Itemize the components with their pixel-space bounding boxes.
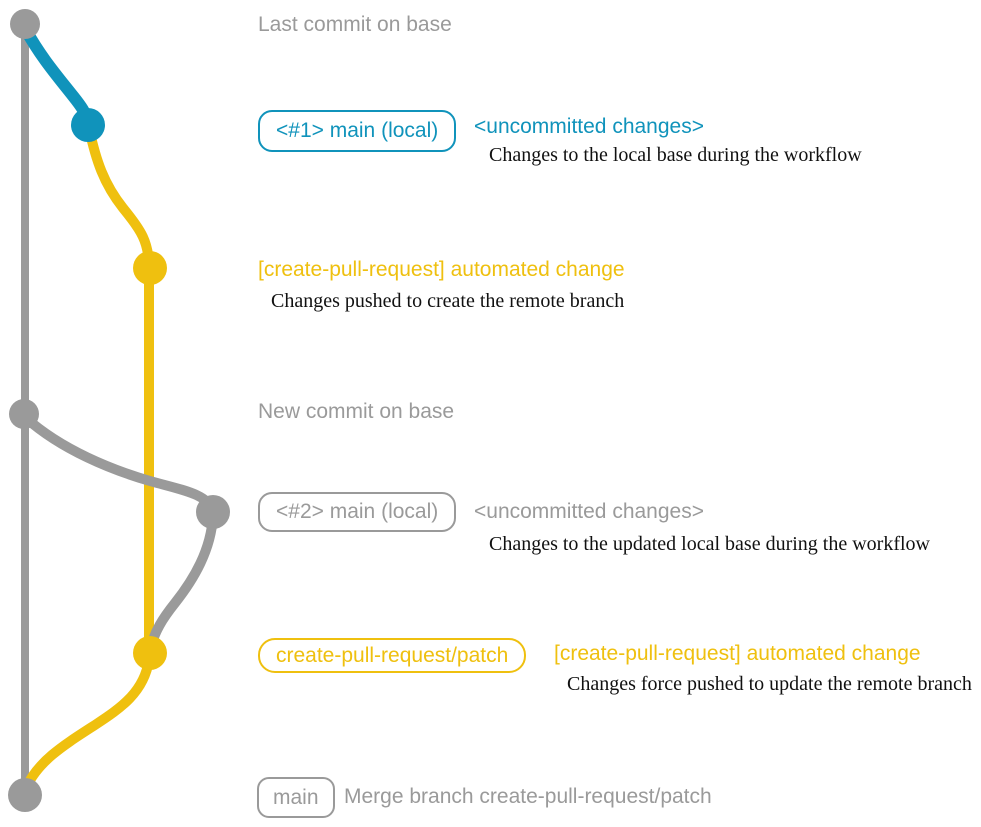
git-graph (8, 9, 230, 812)
commit-dot-new-base (9, 399, 39, 429)
automated-change-desc-1: Changes pushed to create the remote bran… (271, 290, 625, 312)
commit-dot-merge (8, 778, 42, 812)
commit-dot-automated-change-1 (133, 251, 167, 285)
commit-dot-local-main-1 (71, 108, 105, 142)
uncommitted-changes-label-1: <uncommitted changes> (474, 115, 704, 138)
commit-dot-automated-change-2 (133, 636, 167, 670)
new-commit-title: New commit on base (258, 400, 455, 423)
uncommitted-changes-desc-2: Changes to the updated local base during… (489, 533, 930, 555)
badge-patch-branch: create-pull-request/patch (258, 638, 527, 673)
uncommitted-changes-desc-1: Changes to the local base during the wor… (489, 144, 862, 166)
automated-change-label-1: [create-pull-request] automated change (258, 258, 625, 281)
uncommitted-changes-label-2: <uncommitted changes> (474, 500, 704, 523)
teal-branch-curve (20, 24, 94, 128)
gray-rebase-curve (21, 413, 218, 517)
badge-main-local-1: <#1> main (local) (258, 110, 457, 152)
commit-dot-local-main-2 (196, 495, 230, 529)
last-commit-title: Last commit on base (258, 13, 452, 36)
badge-main-local-2: <#2> main (local) (258, 492, 457, 532)
merge-branch-label: Merge branch create-pull-request/patch (344, 785, 712, 808)
badge-main: main (257, 777, 335, 818)
automated-change-label-2: [create-pull-request] automated change (554, 642, 921, 665)
yellow-branch-line (84, 123, 154, 657)
commit-dot-last-base (10, 9, 40, 39)
automated-change-desc-2: Changes force pushed to update the remot… (567, 673, 972, 695)
yellow-merge-curve (21, 655, 154, 793)
gray-update-curve (146, 511, 218, 653)
